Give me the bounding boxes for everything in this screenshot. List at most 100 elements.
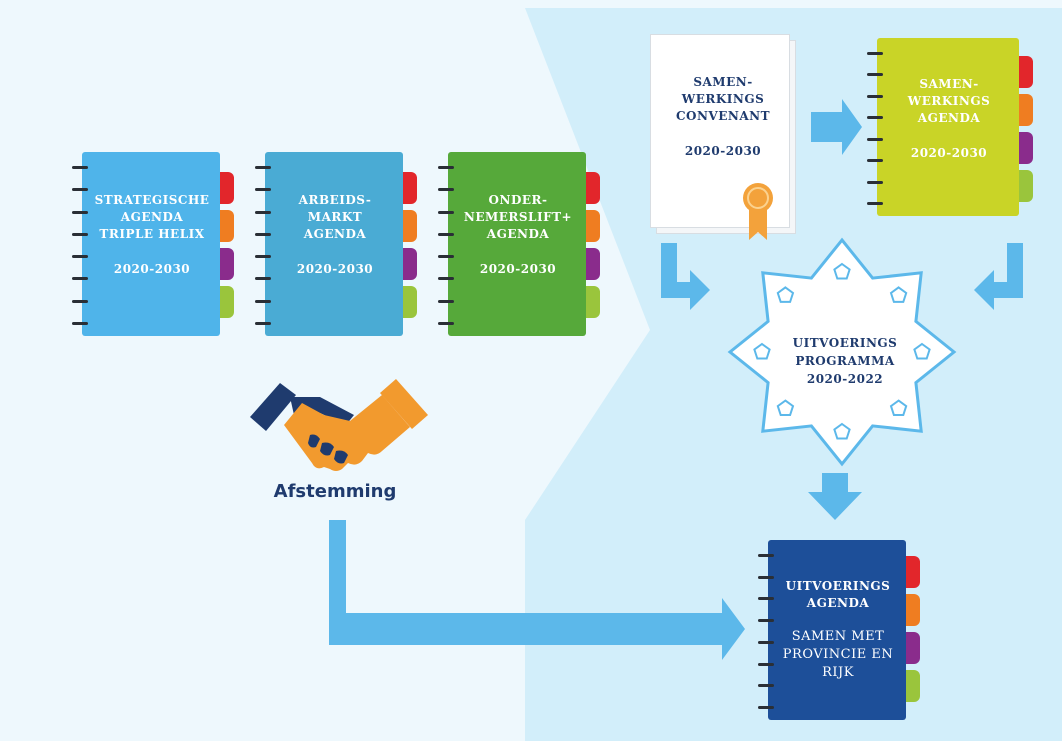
spiral-ring [758, 706, 774, 709]
spiral-ring [255, 188, 271, 192]
spiral-binding [255, 152, 275, 336]
spiral-ring [867, 94, 883, 98]
tab-orange [403, 210, 417, 242]
tab-orange [586, 210, 600, 242]
pentagon-icon [776, 399, 795, 416]
covenant-title: SAMEN- WERKINGS CONVENANT [675, 75, 771, 123]
tab-orange [220, 210, 234, 242]
covenant-year: 2020-2030 [684, 144, 762, 158]
pentagon-icon [833, 262, 851, 280]
tab-purple [586, 248, 600, 280]
pentagon-icon [753, 342, 771, 360]
arrow-afstemming-icon [329, 520, 745, 660]
notebook-entrepreneur-agenda: ONDER- NEMERSLIFT+ AGENDA 2020-2030 [438, 152, 600, 336]
tab-green [906, 670, 920, 702]
spiral-ring [72, 299, 88, 303]
spiral-ring [255, 322, 271, 325]
tab-purple [906, 632, 920, 664]
spiral-ring [255, 277, 271, 281]
spiral-ring [438, 210, 454, 214]
program-star [727, 237, 957, 467]
spiral-ring [867, 116, 883, 120]
tab-green [220, 286, 234, 318]
notebook-title: UITVOERINGS AGENDA [785, 579, 891, 610]
spiral-ring [438, 277, 454, 281]
spiral-ring [758, 554, 774, 557]
spiral-ring [72, 255, 88, 259]
notebook-subtitle: SAMEN MET PROVINCIE EN RIJK [782, 629, 894, 680]
spiral-ring [867, 202, 883, 205]
notebook-year: 2020-2030 [479, 262, 557, 276]
pentagon-icon [833, 422, 851, 440]
notebook-cover [82, 152, 220, 336]
spiral-ring [758, 662, 774, 666]
pentagon-icon [913, 342, 931, 360]
arrow-right-icon [811, 99, 862, 155]
arrow-elbow-left-icon [974, 243, 1023, 310]
tab-purple [1019, 132, 1033, 164]
spiral-ring [72, 166, 88, 169]
seal-ribbon-icon [743, 183, 773, 240]
spiral-ring [867, 52, 883, 55]
spiral-ring [438, 166, 454, 169]
program-title: UITVOERINGS PROGRAMMA 2020-2022 [792, 336, 898, 386]
notebook-title: ARBEIDS- MARKT AGENDA [298, 193, 372, 241]
spiral-ring [758, 684, 774, 688]
spiral-binding [72, 152, 92, 336]
spiral-ring [758, 640, 774, 644]
spiral-ring [72, 188, 88, 192]
tab-red [906, 556, 920, 588]
spiral-ring [758, 597, 774, 601]
spiral-ring [255, 232, 271, 236]
pentagon-icon [776, 286, 795, 303]
tab-red [220, 172, 234, 204]
spiral-ring [255, 299, 271, 303]
afstemming-label: Afstemming [273, 481, 397, 502]
tab-orange [1019, 94, 1033, 126]
tab-purple [403, 248, 417, 280]
arrow-elbow-right-icon [661, 243, 710, 310]
spiral-binding [758, 540, 778, 720]
tab-green [1019, 170, 1033, 202]
notebook-labour-market-agenda: ARBEIDS- MARKT AGENDA 2020-2030 [255, 152, 417, 336]
spiral-ring [758, 575, 774, 579]
tab-red [586, 172, 600, 204]
spiral-ring [867, 137, 883, 141]
star-shape [727, 237, 957, 467]
spiral-ring [255, 166, 271, 169]
notebook-title: STRATEGISCHE AGENDA TRIPLE HELIX [94, 193, 210, 241]
spiral-ring [72, 277, 88, 281]
spiral-ring [867, 73, 883, 77]
tab-green [403, 286, 417, 318]
spiral-binding [867, 38, 887, 216]
spiral-ring [72, 232, 88, 236]
tab-orange [906, 594, 920, 626]
notebook-cover [877, 38, 1019, 216]
spiral-ring [438, 255, 454, 259]
spiral-ring [255, 255, 271, 259]
spiral-ring [867, 180, 883, 184]
notebook-title: ONDER- NEMERSLIFT+ AGENDA [463, 193, 573, 241]
notebook-year: 2020-2030 [113, 262, 191, 276]
spiral-ring [72, 322, 88, 325]
notebook-title: SAMEN- WERKINGS AGENDA [907, 77, 991, 125]
spiral-ring [438, 188, 454, 192]
tab-purple [220, 248, 234, 280]
spiral-ring [438, 299, 454, 303]
pentagon-icon [889, 286, 908, 303]
notebook-year: 2020-2030 [910, 146, 988, 160]
arrow-down-icon [808, 473, 862, 520]
spiral-binding [438, 152, 458, 336]
spiral-ring [438, 322, 454, 325]
notebook-cover [448, 152, 586, 336]
notebook-strategic-agenda: STRATEGISCHE AGENDA TRIPLE HELIX 2020-20… [72, 152, 234, 336]
tab-red [403, 172, 417, 204]
spiral-ring [255, 210, 271, 214]
notebook-cooperation-agenda: SAMEN- WERKINGS AGENDA 2020-2030 [867, 38, 1033, 216]
spiral-ring [758, 619, 774, 623]
pentagon-icon [889, 399, 908, 416]
spiral-ring [72, 210, 88, 214]
notebook-execution-agenda: UITVOERINGS AGENDA SAMEN MET PROVINCIE E… [758, 540, 920, 720]
tab-red [1019, 56, 1033, 88]
